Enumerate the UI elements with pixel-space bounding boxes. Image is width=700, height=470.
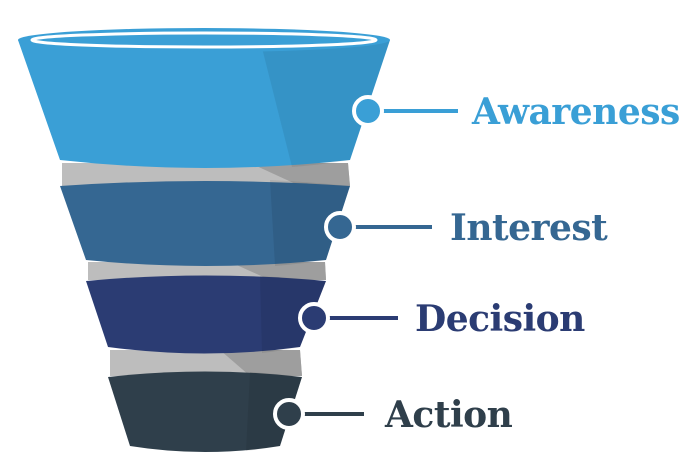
marker-dot-interest xyxy=(324,211,356,243)
funnel-connectors xyxy=(62,163,350,376)
segment-interest-shade xyxy=(270,180,350,266)
connector-2-shade xyxy=(230,262,326,280)
marker-dot-awareness xyxy=(352,95,384,127)
segment-awareness-shade xyxy=(260,40,390,167)
connector-3-shade xyxy=(220,350,302,376)
funnel-segment-action xyxy=(108,371,302,452)
connector-1-shade xyxy=(250,163,350,186)
segment-decision-shade xyxy=(260,276,326,353)
marker-dot-decision xyxy=(298,302,330,334)
marker-dot-action xyxy=(273,398,305,430)
funnel-segment-awareness xyxy=(18,28,390,168)
leader-interest xyxy=(324,211,432,243)
segment-decision-body xyxy=(86,275,326,354)
leader-awareness xyxy=(352,95,458,127)
funnel-segment-decision xyxy=(86,275,326,354)
segment-awareness-body xyxy=(18,40,390,168)
stage-label-interest: Interest xyxy=(450,207,608,249)
segment-interest-body xyxy=(60,181,350,266)
leader-decision xyxy=(298,302,398,334)
segment-action-body xyxy=(108,371,302,452)
stage-label-action: Action xyxy=(384,394,513,436)
stage-label-awareness: Awareness xyxy=(471,91,680,133)
leader-action xyxy=(273,398,364,430)
stage-label-decision: Decision xyxy=(415,298,585,340)
segment-awareness-rim-highlight xyxy=(30,31,378,49)
funnel-segment-interest xyxy=(60,180,350,266)
